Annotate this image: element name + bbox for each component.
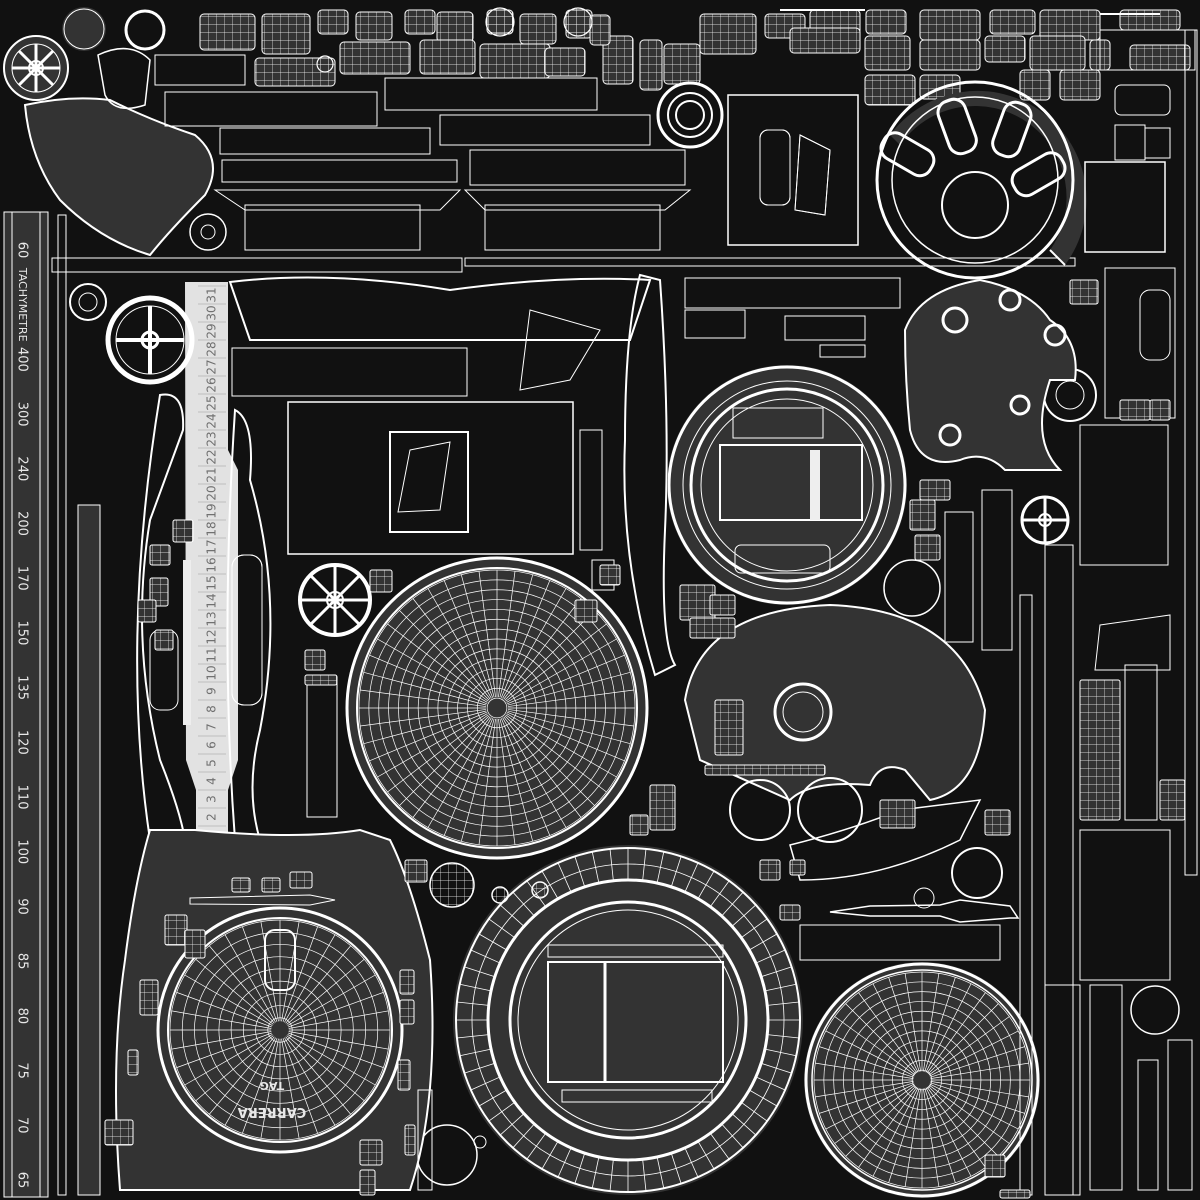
tachymeter-label: 200 [15,511,30,536]
date-number: 17 [205,539,219,554]
date-number: 29 [205,323,219,338]
date-number: 8 [205,705,219,713]
tachymeter-label: 85 [15,953,30,970]
bracelet-strip [77,504,101,1196]
date-number: 22 [205,449,219,464]
small-gears [69,283,1180,1186]
tachymeter-label: 170 [15,566,30,591]
date-number: 2 [205,813,219,821]
date-number: 16 [205,557,219,572]
date-number: 3 [205,795,219,803]
brand-wordmark: CARRERA [238,1104,307,1119]
second-hand-red [829,899,1020,923]
bezel-mesh-large [453,845,803,1195]
date-number: 13 [205,611,219,626]
date-number: 9 [205,687,219,695]
rotor-weight [875,80,1087,280]
date-number: 20 [205,485,219,500]
caseback-mesh [804,962,1040,1198]
date-ring-strip: 1234567891011121314151617181920212223242… [185,282,238,850]
tachymeter-label: 110 [15,785,30,810]
date-number: 30 [205,305,219,320]
top-grid-blocks [51,54,1076,273]
date-number: 19 [205,503,219,518]
date-number: 26 [205,377,219,392]
date-number: 25 [205,395,219,410]
tachymeter-label: 240 [15,456,30,481]
tachymeter-label: 80 [15,1008,30,1025]
tachymeter-label: 60 [15,242,30,259]
dial-grid [228,276,652,591]
date-number: 4 [205,777,219,785]
brand-logo-text: TAG [260,1079,284,1092]
tachymeter-label: 120 [15,730,30,755]
date-number: 27 [205,359,219,374]
date-number: 28 [205,341,219,356]
tachymeter-label: 75 [15,1062,30,1079]
date-number: 24 [205,413,219,428]
date-numbers: 1234567891011121314151617181920212223242… [198,285,226,839]
date-number: 21 [205,467,219,482]
date-number: 11 [205,647,219,662]
date-number: 6 [205,741,219,749]
tachymeter-label: TACHYMETRE [16,267,29,342]
watch-case-mesh: CARRERA TAG [115,828,434,1191]
misc-small-islands [104,279,1186,1199]
date-number: 5 [205,759,219,767]
subdial-mesh [683,603,987,881]
tachymeter-label: 150 [15,621,30,646]
tachymeter-label: 90 [15,898,30,915]
top-left-islands [3,7,227,257]
tachymeter-label: 135 [15,675,30,700]
top-row-islands [199,7,1191,106]
bezel-ring [667,365,907,605]
date-number: 12 [205,629,219,644]
tachymeter-label: 70 [15,1117,30,1134]
right-strips [944,489,1193,1196]
main-dial-mesh [345,556,649,860]
date-number: 10 [205,665,219,680]
date-number: 23 [205,431,219,446]
tachymeter-label: 65 [15,1172,30,1189]
date-number: 14 [205,593,219,608]
tachymeter-label: 400 [15,347,30,372]
date-number: 18 [205,521,219,536]
movement-bridge [903,278,1077,471]
right-top-blocks [1079,29,1198,876]
date-number: 7 [205,723,219,731]
thin-strip [57,214,67,1196]
tachymeter-label: 100 [15,839,30,864]
date-number: 31 [205,287,219,302]
date-number: 15 [205,575,219,590]
tachymeter-label: 300 [15,402,30,427]
